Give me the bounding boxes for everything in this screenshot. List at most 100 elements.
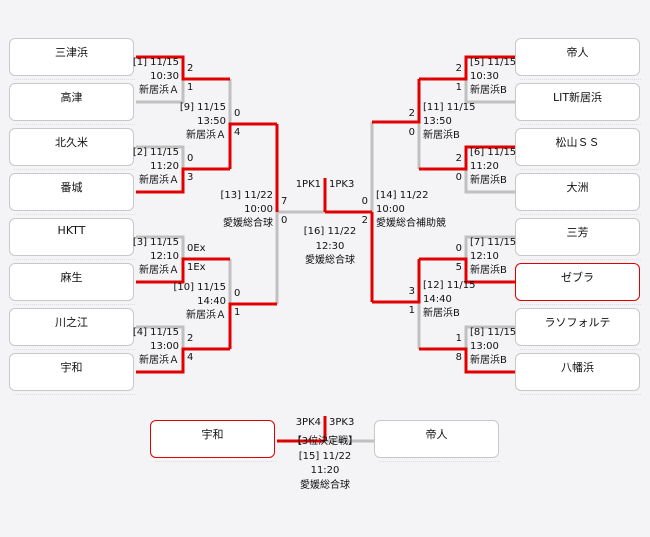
match-venue: 新居浜B	[423, 308, 460, 319]
third-place-match-number: [15] 11/22	[298, 450, 352, 462]
score-top: 1	[455, 333, 462, 344]
match-venue: 新居浜Ａ	[139, 175, 179, 186]
match-number: [1] 11/15	[132, 57, 179, 68]
third-place-time: 11:20	[310, 465, 340, 476]
score-top: 2	[455, 153, 462, 164]
third-pk-left: 3PK4	[295, 417, 321, 428]
match-info: [9] 11/15 13:50 新居浜Ａ	[180, 101, 226, 143]
team-box[interactable]: 北久米	[9, 128, 135, 170]
final-match-time: 12:30	[315, 240, 345, 252]
team-name: 帝人	[425, 428, 448, 441]
match-time: 14:40	[197, 296, 226, 307]
team-box[interactable]: 三芳	[515, 218, 641, 260]
third-place-team-left[interactable]: 宇和	[150, 420, 276, 462]
match-venue: 新居浜B	[423, 130, 460, 141]
team-name: 麻生	[60, 271, 83, 284]
score-top: 2	[408, 108, 415, 119]
team-name: 八幡浜	[561, 361, 594, 374]
team-box[interactable]: 高津	[9, 83, 135, 125]
match-venue: 愛媛総合球	[223, 218, 273, 229]
score-top: 2	[455, 63, 462, 74]
score-bottom: 5	[455, 262, 462, 273]
match-number: [3] 11/15	[132, 237, 179, 248]
score-top: 0	[234, 288, 241, 299]
match-time: 10:00	[244, 204, 273, 215]
final-match-venue: 愛媛総合球	[305, 255, 355, 266]
match-time: 13:50	[197, 116, 226, 127]
third-place-title: 【3位決定戦】	[291, 436, 359, 447]
team-name: 宇和	[201, 428, 224, 441]
match-venue: 新居浜Ａ	[139, 265, 179, 276]
match-info: [10] 11/15 14:40 新居浜Ａ	[173, 281, 226, 323]
match-venue: 新居浜Ａ	[186, 130, 226, 141]
match-number: [12] 11/15	[423, 280, 476, 291]
score-bottom: 0	[408, 127, 415, 138]
third-place-venue: 愛媛総合球	[300, 479, 350, 491]
team-box[interactable]: 八幡浜	[515, 353, 641, 395]
score-bottom: 1	[234, 307, 241, 318]
match-time: 12:10	[470, 251, 499, 262]
final-pk-left: 1PK1	[295, 179, 321, 190]
score-bottom: 4	[187, 352, 194, 363]
team-box[interactable]: 松山ＳＳ	[515, 128, 641, 170]
match-time: 12:10	[150, 251, 179, 262]
final-pk-right: 1PK3	[329, 179, 355, 190]
match-number: [9] 11/15	[179, 102, 226, 113]
match-number: [2] 11/15	[132, 147, 179, 158]
match-number: [7] 11/15	[470, 237, 517, 248]
match-time: 13:50	[423, 116, 452, 127]
match-number: [11] 11/15	[423, 102, 476, 113]
score-top: 7	[281, 196, 288, 207]
match-number: [4] 11/15	[132, 327, 179, 338]
match-info: [3] 11/15 12:10 新居浜Ａ	[133, 236, 179, 278]
team-box[interactable]: 川之江	[9, 308, 135, 350]
match-time: 11:20	[470, 161, 499, 172]
team-box[interactable]: 大洲	[515, 173, 641, 215]
team-name: 高津	[60, 91, 83, 104]
final-match-info: [16] 11/22 12:30 愛媛総合球	[270, 225, 390, 269]
team-box[interactable]: 番城	[9, 173, 135, 215]
score-bottom: 0	[455, 172, 462, 183]
team-box[interactable]: 宇和	[9, 353, 135, 395]
match-venue: 新居浜B	[470, 175, 507, 186]
score-bottom: 1	[455, 82, 462, 93]
match-time: 13:00	[470, 341, 499, 352]
team-box[interactable]: 帝人	[515, 38, 641, 80]
score-top: 2	[187, 63, 194, 74]
score-top: 0	[455, 243, 462, 254]
score-top: 0	[361, 196, 368, 207]
team-name: 川之江	[55, 316, 88, 329]
match-number: [10] 11/15	[173, 282, 226, 293]
team-box[interactable]: ラソフォルテ	[515, 308, 641, 350]
team-name: ゼブラ	[561, 271, 594, 284]
team-box[interactable]: ゼブラ	[515, 263, 641, 305]
team-name: 北久米	[55, 136, 88, 149]
score-bottom: 0	[281, 215, 288, 226]
team-box[interactable]: 三津浜	[9, 38, 135, 80]
score-bottom: 3	[187, 172, 194, 183]
score-bottom: 8	[455, 352, 462, 363]
team-box[interactable]: 麻生	[9, 263, 135, 305]
team-box[interactable]: LIT新居浜	[515, 83, 641, 125]
score-bottom: 1	[187, 82, 194, 93]
match-venue: 新居浜B	[470, 355, 507, 366]
winning-paths	[136, 55, 515, 443]
score-bottom: 1	[408, 305, 415, 316]
score-top: 3	[408, 286, 415, 297]
team-box[interactable]: HKTT	[9, 218, 135, 260]
team-name: 大洲	[566, 181, 589, 194]
score-top: 0Ex	[187, 243, 206, 254]
score-top: 0	[187, 153, 194, 164]
match-venue: 新居浜Ａ	[186, 310, 226, 321]
match-info: [11] 11/15 13:50 新居浜B	[423, 101, 476, 143]
third-place-team-right[interactable]: 帝人	[374, 420, 500, 462]
match-time: 13:00	[150, 341, 179, 352]
